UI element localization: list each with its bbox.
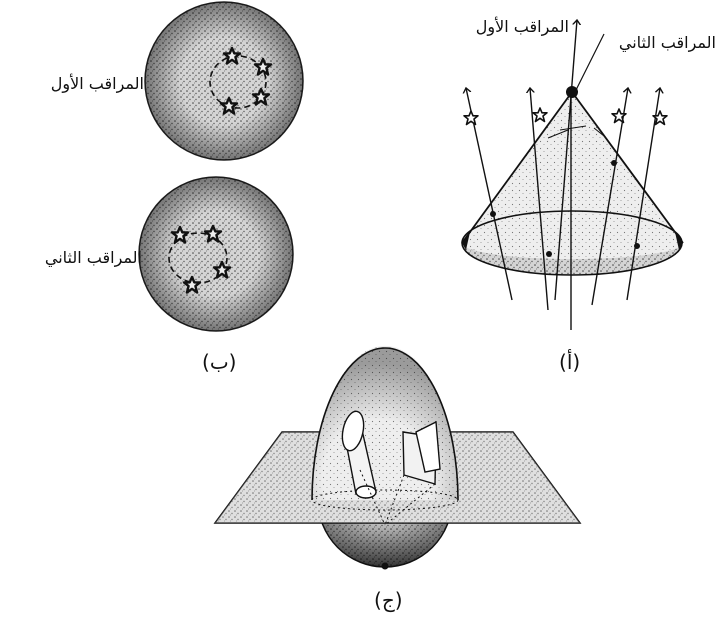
- pyramid-on-dome: [384, 420, 441, 526]
- observation-cone: [461, 91, 684, 276]
- observer-point: [381, 562, 389, 570]
- sky-disc-observer2: [138, 176, 294, 332]
- cone-on-dome: [341, 410, 386, 526]
- sky-disc-observer1: [144, 1, 304, 161]
- panel-c: [213, 345, 582, 570]
- label-observer1-panel-a: المراقب الأول: [475, 17, 569, 36]
- label-observer1-panel-b: المراقب الأول: [50, 74, 144, 93]
- label-observer2-panel-b: المراقب الثاني: [44, 248, 142, 267]
- caption-panel-a: (أ): [559, 350, 581, 374]
- panel-b: [138, 1, 304, 332]
- panel-a: [461, 20, 684, 330]
- ray-intersection-dots: [490, 160, 640, 257]
- star-icon: [463, 110, 479, 126]
- star-rays: [466, 20, 660, 330]
- caption-panel-c: (ج): [374, 588, 403, 612]
- caption-panel-b: (ب): [202, 350, 237, 374]
- observer-point: [566, 86, 578, 98]
- label-observer2-panel-a: المراقب الثاني: [618, 33, 716, 52]
- star-icon: [532, 107, 548, 123]
- star-path-dashed: [209, 55, 267, 109]
